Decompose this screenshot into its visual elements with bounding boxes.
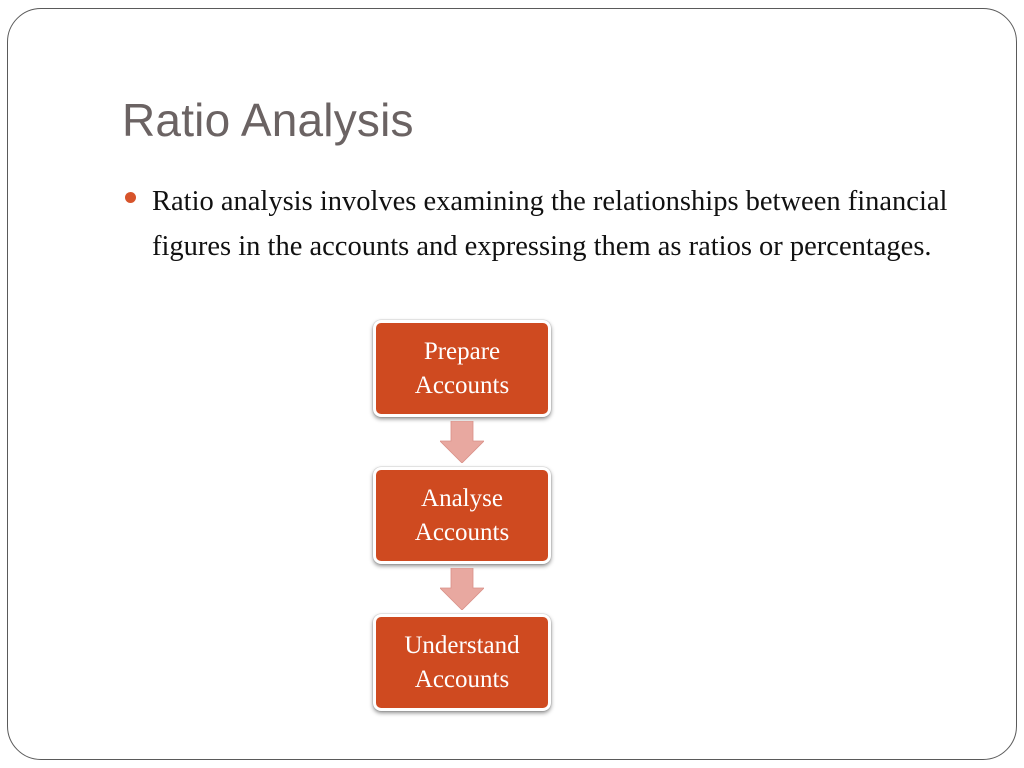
down-arrow-icon: [440, 568, 484, 610]
flow-step-prepare-accounts: Prepare Accounts: [373, 320, 551, 417]
bullet-text: Ratio analysis involves examining the re…: [152, 186, 948, 262]
flow-step-label: Prepare Accounts: [414, 337, 510, 399]
flow-step-understand-accounts: Understand Accounts: [373, 614, 551, 711]
bullet-dot-icon: [125, 192, 136, 203]
down-arrow-icon: [440, 421, 484, 463]
flow-step-analyse-accounts: Analyse Accounts: [373, 467, 551, 564]
slide-title: Ratio Analysis: [122, 94, 414, 146]
flow-step-label: Understand Accounts: [404, 631, 520, 693]
flow-step-label: Analyse Accounts: [414, 484, 510, 546]
